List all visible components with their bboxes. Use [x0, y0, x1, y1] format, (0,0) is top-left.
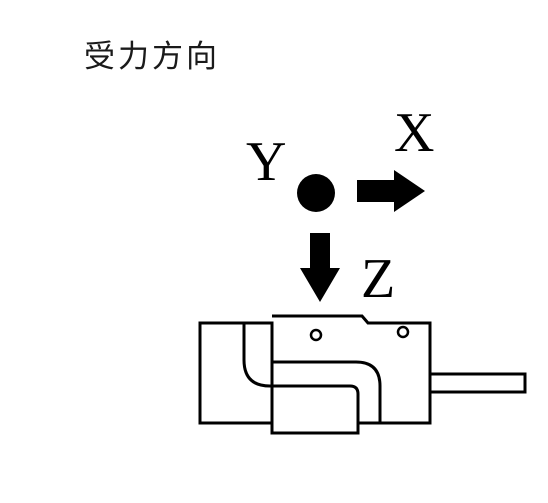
x-axis-label: X: [394, 102, 434, 164]
mounting-hole-right: [396, 325, 410, 339]
diagram-title: 受力方向: [84, 39, 220, 75]
upper-block: [272, 314, 432, 425]
cable: [430, 372, 527, 394]
mounting-hole-left: [309, 328, 323, 342]
x-axis-arrow-right-icon: [357, 170, 425, 212]
left-housing: [198, 321, 274, 425]
middle-channel: [242, 323, 360, 435]
y-axis-label: Y: [246, 131, 286, 193]
y-axis-dot-icon: [297, 174, 335, 212]
z-axis-arrow-down-icon: [300, 233, 340, 302]
sensor-component: [198, 314, 527, 435]
z-axis-label: Z: [361, 248, 395, 310]
